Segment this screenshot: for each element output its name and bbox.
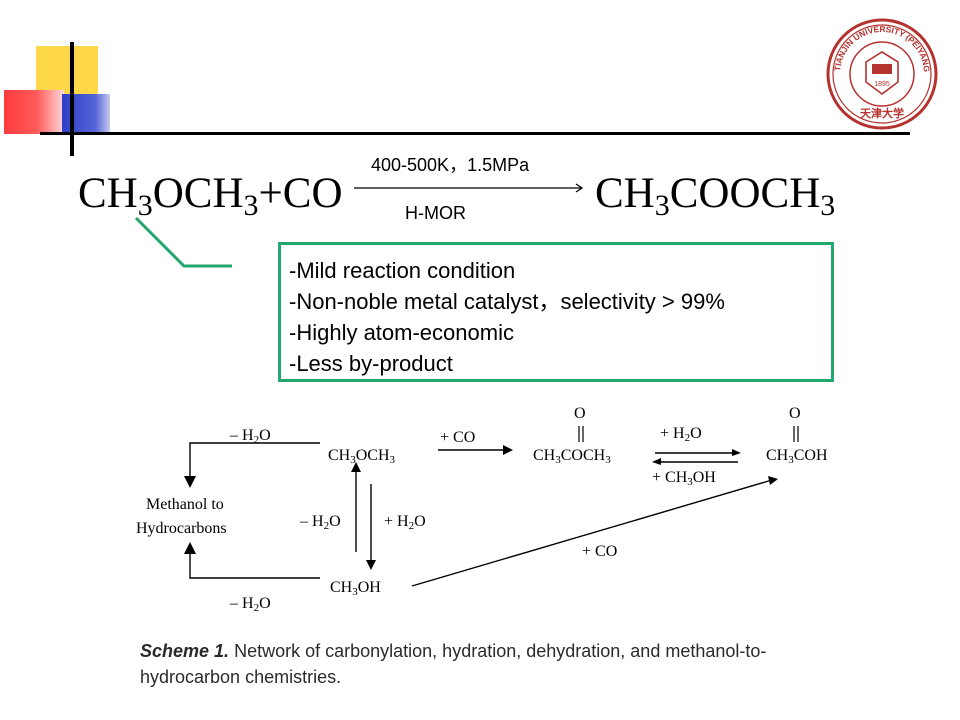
label-plus-water: + H2O: [660, 425, 702, 444]
label-plus-co-diagonal: + CO: [582, 543, 617, 560]
callout-connector-line: [134, 216, 232, 268]
note-line: -Less by-product: [289, 351, 453, 376]
label-plus-methanol: + CH3OH: [652, 469, 716, 488]
title-divider-line: [40, 132, 910, 135]
reaction-condition-top: 400-500K，1.5MPa: [371, 155, 530, 175]
node-methanol: CH3OH: [330, 579, 381, 598]
label-minus-water-top: – H2O: [229, 427, 271, 446]
seal-year: 1895: [874, 81, 890, 88]
reaction-arrow: [354, 183, 584, 193]
seal-chinese-name: 天津大学: [860, 106, 904, 120]
reaction-reactants: CH3OCH3+CO: [78, 170, 343, 222]
decor-vertical-line: [70, 42, 74, 156]
label-plus-water-mid: + H2O: [384, 513, 426, 532]
label-plus-co-top: + CO: [440, 429, 475, 446]
reaction-network-scheme: O O – H2O CH3OCH3 + CO CH3COCH3 + H2O + …: [184, 405, 828, 614]
svg-text:O: O: [789, 405, 801, 422]
note-line: -Highly atom-economic: [289, 320, 514, 345]
note-line: -Non-noble metal catalyst，selectivity > …: [289, 289, 725, 314]
advantages-callout: -Mild reaction condition -Non-noble meta…: [278, 242, 834, 382]
node-methyl-acetate: CH3COCH3: [533, 447, 611, 466]
node-acetic-acid: CH3COH: [766, 447, 828, 466]
decor-red-bar: [4, 90, 64, 134]
label-minus-water-mid: – H2O: [299, 513, 341, 532]
caption-text: Network of carbonylation, hydration, deh…: [140, 641, 767, 687]
scheme-caption: Scheme 1. Network of carbonylation, hydr…: [140, 638, 780, 690]
label-minus-water-bottom: – H2O: [229, 595, 271, 614]
node-mth-line2: Hydrocarbons: [136, 520, 227, 537]
university-seal-logo: TIANJIN UNIVERSITY (PEIYANG UNIVERSITY) …: [826, 18, 938, 130]
reaction-products: CH3COOCH3: [595, 170, 836, 222]
caption-label: Scheme 1.: [140, 641, 230, 661]
note-line: -Mild reaction condition: [289, 258, 516, 283]
node-dimethyl-ether: CH3OCH3: [328, 447, 396, 466]
reaction-catalyst: H-MOR: [405, 203, 466, 223]
svg-text:O: O: [574, 405, 586, 422]
node-mth-line1: Methanol to: [146, 496, 224, 513]
